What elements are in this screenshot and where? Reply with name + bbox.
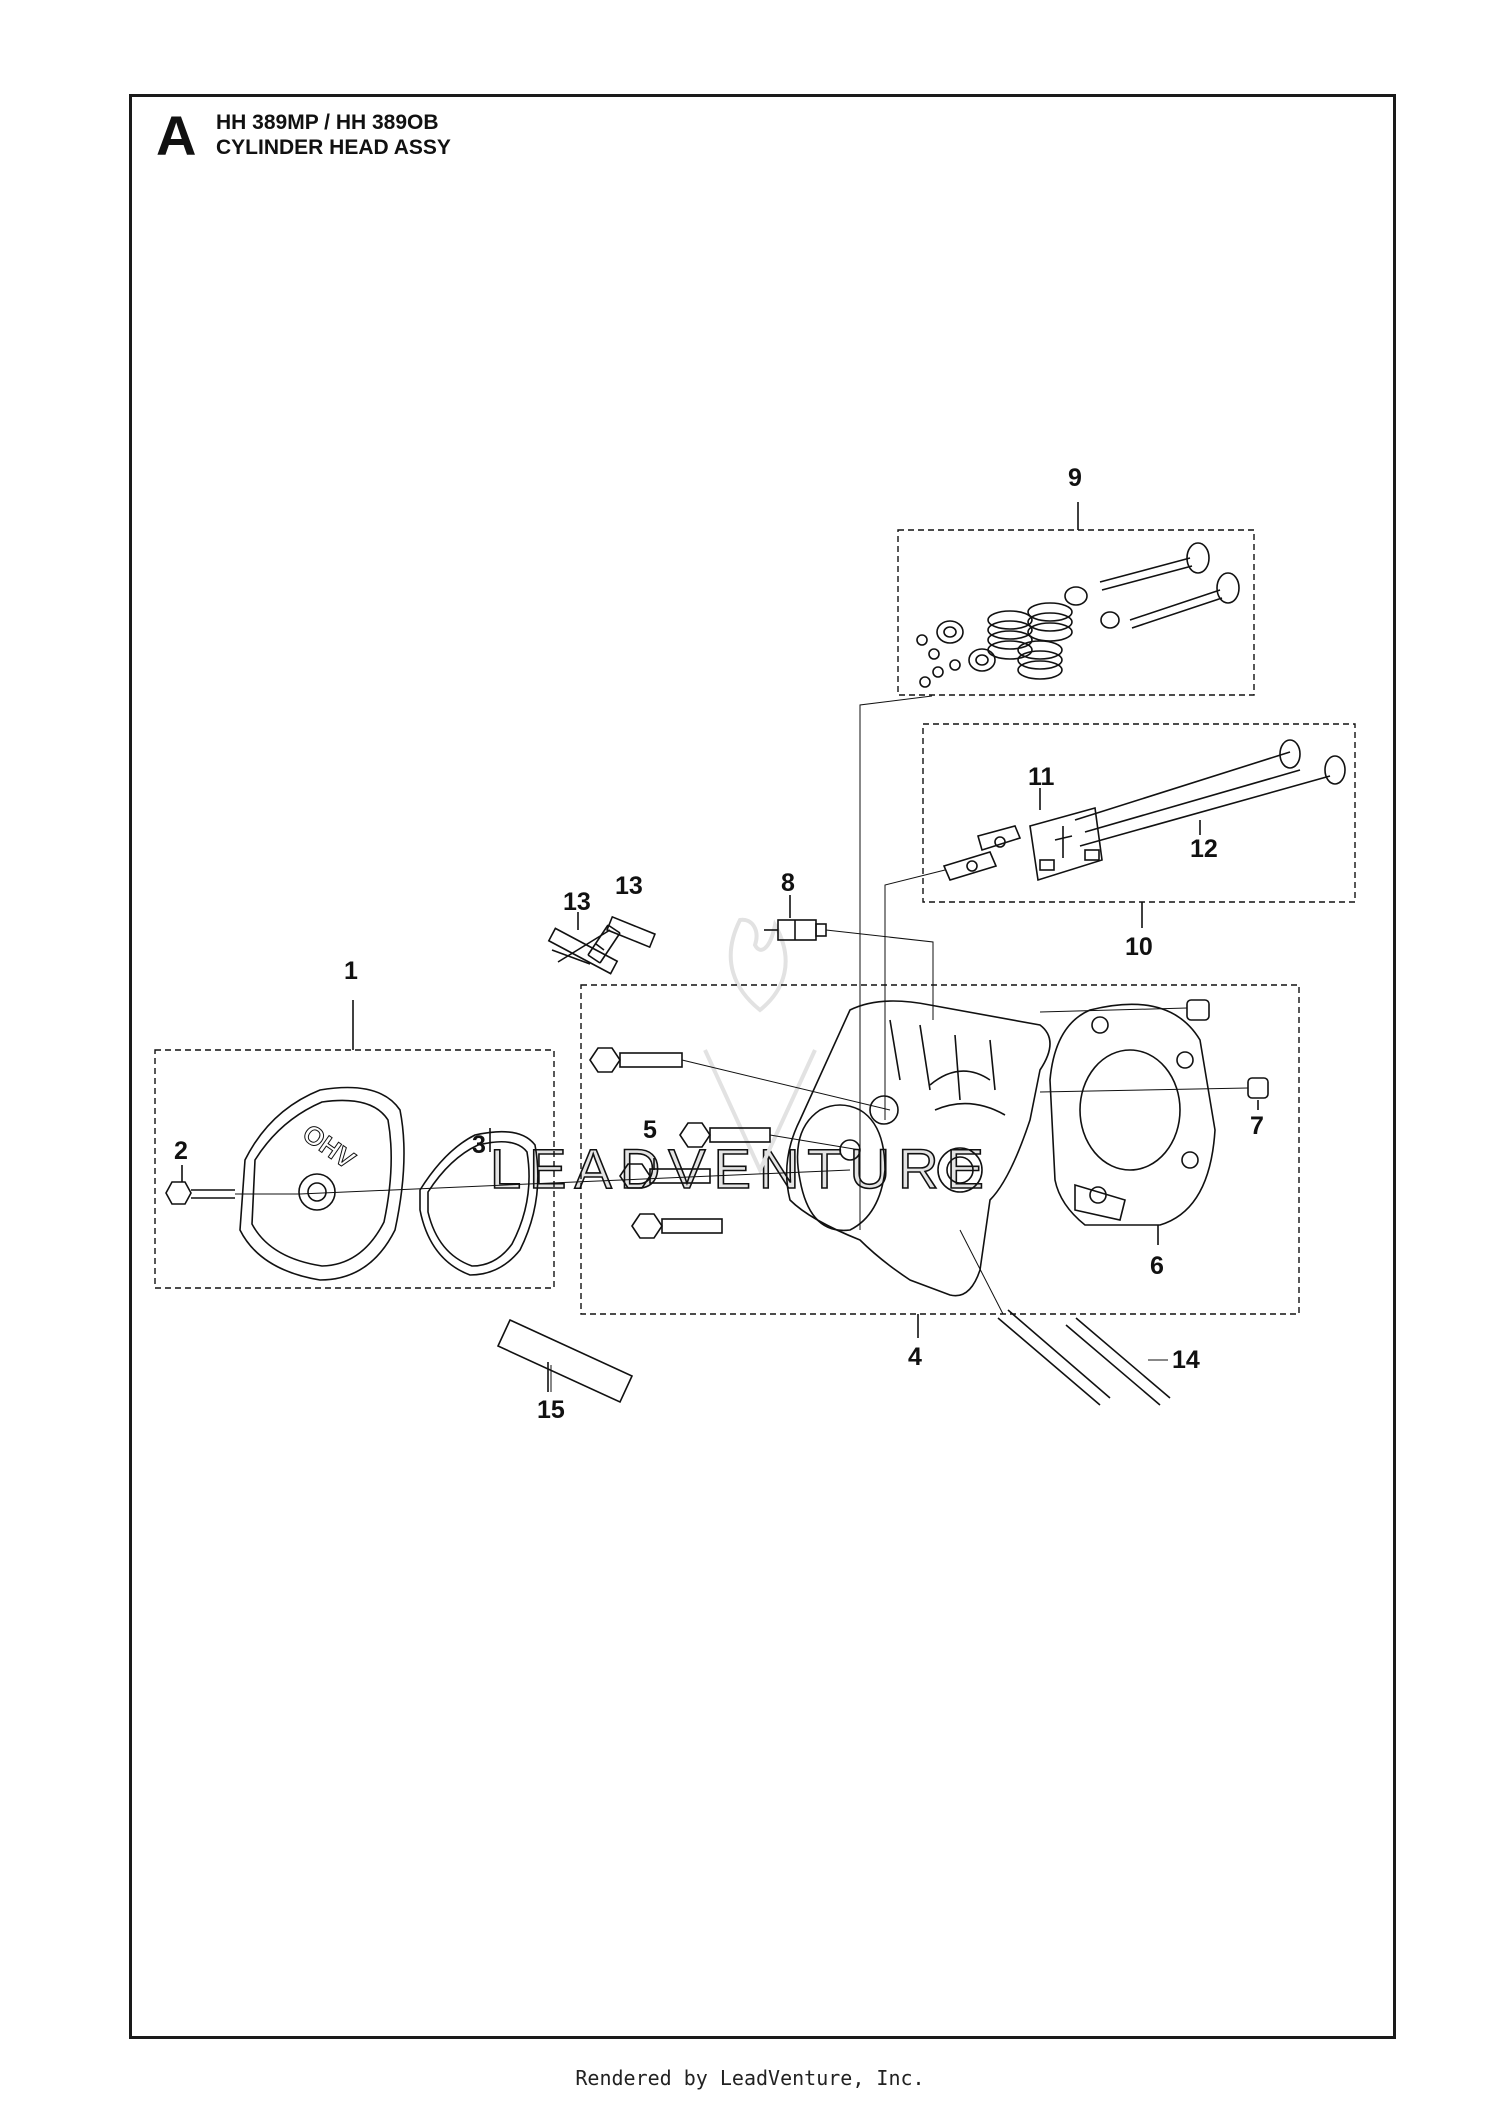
watermark-flame-icon [703,917,817,1175]
callout-14[interactable]: 14 [1172,1346,1200,1374]
valve-cover-group-box [154,1049,555,1289]
ohv-label: OHV [297,1118,361,1175]
valve-spring-icon [987,602,1073,680]
model-line: HH 389MP / HH 389OB [216,111,439,134]
callout-13-left[interactable]: 13 [563,888,591,916]
rocker-plate-icon [1029,806,1103,882]
callout-10[interactable]: 10 [1125,933,1153,961]
callout-1[interactable]: 1 [344,957,358,985]
valve-retainer-icon [916,586,1120,688]
leader-line [299,1169,851,1195]
leader-line [959,1229,1004,1315]
leader-line [825,929,934,1020]
callout-12[interactable]: 12 [1190,835,1218,863]
valve-cover-icon: OHV [239,1086,405,1281]
callout-11[interactable]: 11 [1028,763,1055,791]
callout-2[interactable]: 2 [174,1137,188,1165]
callout-6[interactable]: 6 [1150,1252,1164,1280]
callout-15[interactable]: 15 [537,1396,565,1424]
dowel-pin-icon [1039,999,1269,1099]
long-stud-icon [997,1309,1171,1406]
head-gasket-icon [1049,1003,1216,1226]
callout-9[interactable]: 9 [1068,464,1082,492]
leader-line [859,695,933,1230]
rocker-arm-icon [942,825,1022,881]
cylinder-head-icon [785,1000,1051,1297]
cylinder-head-group-box [580,984,1300,1315]
footer-credit: Rendered by LeadVenture, Inc. [575,2066,925,2090]
sealant-tube-icon [496,1318,634,1404]
push-rod-icon [1074,739,1346,847]
callout-4[interactable]: 4 [908,1343,922,1371]
leader-line [884,869,946,1120]
stud-icon [547,927,619,975]
valve-icon [1099,542,1240,629]
section-letter: A [156,104,197,167]
diagram-frame [129,94,1396,2039]
spark-plug-icon [764,919,827,941]
valve-set-group-box [897,529,1255,696]
callout-3[interactable]: 3 [472,1131,486,1159]
head-bolt-icon [589,1047,683,1073]
callout-13-right[interactable]: 13 [615,872,643,900]
stud-icon [551,924,621,965]
assembly-title: CYLINDER HEAD ASSY [216,136,451,159]
callout-7[interactable]: 7 [1250,1112,1264,1140]
callout-5[interactable]: 5 [643,1116,657,1144]
callout-8[interactable]: 8 [781,869,795,897]
title-block: HH 389MP / HH 389OB CYLINDER HEAD ASSY [216,110,451,160]
bolt-icon [165,1181,300,1205]
leader-line [681,1059,891,1111]
head-bolt-icon [631,1213,723,1239]
rocker-group-box [922,723,1356,903]
cover-gasket-icon [419,1130,539,1276]
head-bolt-icon [619,1163,711,1189]
stud-icon [606,915,656,949]
leader-line [769,1134,861,1151]
watermark: LEADVENTURE [490,1137,992,1200]
